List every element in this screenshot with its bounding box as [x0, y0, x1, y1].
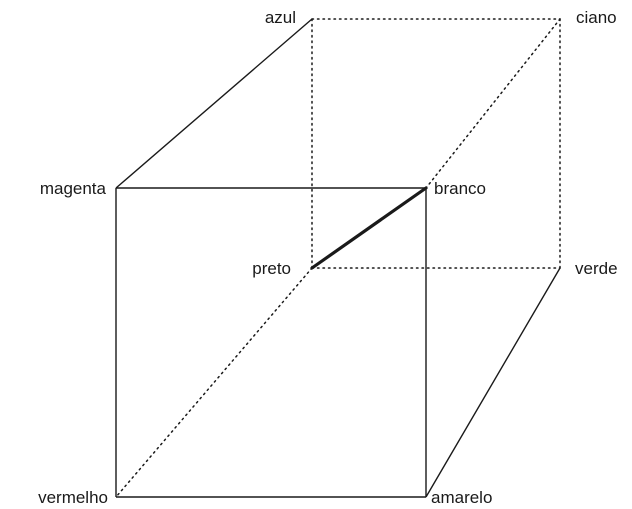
edge-preto-vermelho — [115, 267, 313, 498]
label-vermelho: vermelho — [38, 488, 108, 507]
label-branco: branco — [434, 179, 486, 198]
label-amarelo: amarelo — [431, 488, 492, 507]
label-verde: verde — [575, 259, 618, 278]
edge-amarelo-verde — [425, 267, 561, 498]
label-ciano: ciano — [576, 8, 617, 27]
vertex-labels: azul ciano magenta branco preto verde ve… — [38, 8, 617, 507]
cube-edges — [115, 18, 561, 498]
label-azul: azul — [265, 8, 296, 27]
edge-preto-branco — [310, 186, 428, 270]
edge-magenta-azul — [115, 18, 313, 189]
label-preto: preto — [252, 259, 291, 278]
edge-ciano-branco — [425, 18, 561, 189]
label-magenta: magenta — [40, 179, 107, 198]
